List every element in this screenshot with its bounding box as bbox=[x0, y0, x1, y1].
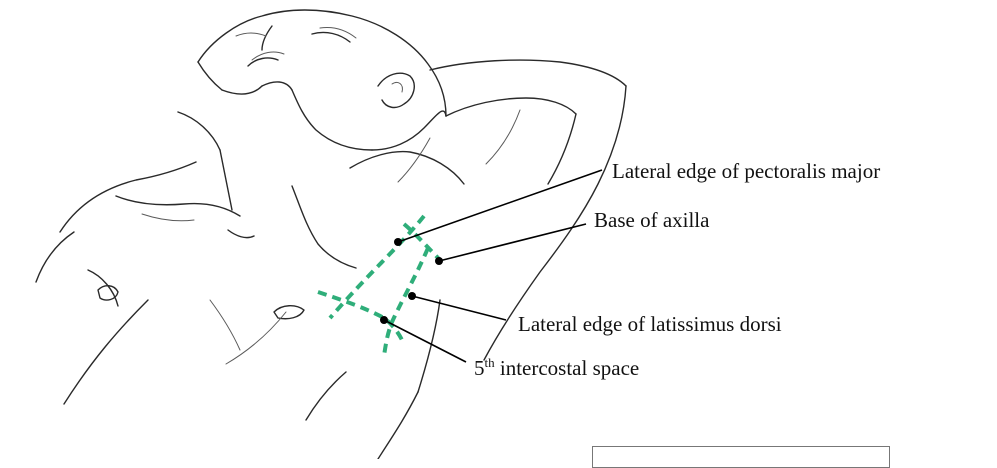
label-latissimus: Lateral edge of latissimus dorsi bbox=[518, 314, 782, 335]
intercostal-suffix: th bbox=[485, 355, 495, 370]
pectoralis-leader bbox=[398, 170, 602, 242]
label-intercostal: 5th intercostal space bbox=[474, 356, 639, 379]
axilla-dot bbox=[435, 257, 443, 265]
torso-sketch bbox=[36, 112, 440, 459]
pectoralis-dot bbox=[394, 238, 402, 246]
pectoralis-edge-marking bbox=[330, 216, 424, 318]
cropped-box-edge bbox=[592, 446, 890, 468]
axilla-leader bbox=[439, 224, 586, 261]
head-sketch bbox=[198, 10, 446, 150]
surface-markings bbox=[318, 216, 442, 356]
label-axilla: Base of axilla bbox=[594, 210, 709, 231]
intercostal-number: 5 bbox=[474, 356, 485, 380]
latissimus-dot bbox=[408, 292, 416, 300]
axilla-marking bbox=[404, 224, 442, 262]
latissimus-leader bbox=[412, 296, 506, 320]
intercostal-dot bbox=[380, 316, 388, 324]
intercostal-leader bbox=[384, 320, 466, 362]
label-pectoralis: Lateral edge of pectoralis major bbox=[612, 161, 880, 182]
intercostal-text: intercostal space bbox=[495, 356, 640, 380]
